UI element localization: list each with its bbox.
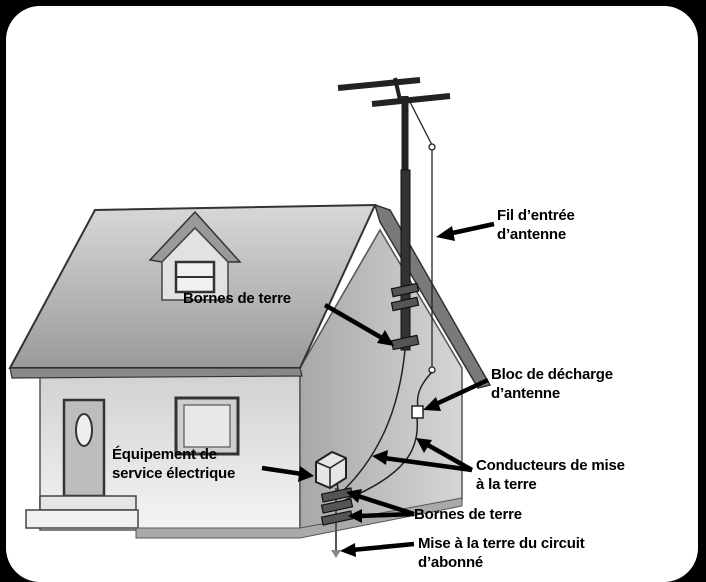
label-antenna-lead-in: Fil d’entrée d’antenne bbox=[497, 206, 575, 244]
eave bbox=[9, 367, 303, 379]
mast-ground-wire bbox=[341, 349, 406, 493]
antenna bbox=[337, 77, 451, 374]
step-top bbox=[39, 495, 137, 511]
arrow-discharge-unit bbox=[433, 377, 489, 408]
label-electric-service: Équipement de service électrique bbox=[112, 445, 235, 483]
door-window bbox=[75, 413, 93, 447]
foundation bbox=[135, 497, 463, 539]
label-electric-service-line-1: Équipement de bbox=[112, 446, 217, 463]
label-ground-clamps-bottom: Bornes de terre bbox=[414, 506, 522, 523]
electric-service-box bbox=[315, 450, 347, 490]
ground-clamp-2 bbox=[320, 498, 354, 514]
label-grounding-conductors-line-2: à la terre bbox=[476, 476, 537, 493]
step-bottom bbox=[25, 509, 139, 529]
label-discharge-unit: Bloc de décharge d’antenne bbox=[491, 365, 613, 403]
label-grounding-conductors: Conducteurs de mise à la terre bbox=[476, 456, 625, 494]
arrow-ground-clamps-top bbox=[323, 303, 384, 340]
arrow-lead-in bbox=[447, 221, 495, 237]
antenna-element-top bbox=[337, 77, 421, 91]
label-discharge-unit-line-2: d’antenne bbox=[491, 385, 561, 402]
arrow-grounding-conductor-left bbox=[383, 455, 473, 473]
label-antenna-lead-in-line-2: d’antenne bbox=[497, 226, 567, 243]
label-grounding-conductors-line-1: Conducteurs de mise bbox=[476, 457, 625, 474]
label-electric-service-line-2: service électrique bbox=[112, 465, 236, 482]
arrow-ground-clamps-bottom-1 bbox=[357, 493, 415, 517]
lead-in-to-discharge bbox=[416, 371, 433, 409]
antenna-element-bottom bbox=[371, 93, 451, 107]
label-antenna-lead-in-line-1: Fil d’entrée bbox=[497, 207, 575, 224]
mast-clamp-1 bbox=[390, 282, 420, 298]
callout-arrows bbox=[261, 221, 495, 557]
arrow-power-service-grounding bbox=[351, 541, 415, 553]
arrow-ground-clamps-bottom-2 bbox=[359, 511, 415, 519]
mast-lower-section bbox=[400, 169, 411, 351]
label-power-service-grounding: Mise à la terre du circuit d’abonné bbox=[418, 534, 585, 572]
arrow-electric-service bbox=[261, 465, 303, 477]
label-power-service-grounding-line-2: d’abonné bbox=[418, 554, 484, 571]
house bbox=[8, 203, 492, 539]
arrow-grounding-conductor-right bbox=[424, 442, 474, 472]
discharge-unit-box bbox=[411, 405, 424, 419]
label-power-service-grounding-line-1: Mise à la terre du circuit bbox=[418, 535, 585, 552]
label-ground-clamps-top: Bornes de terre bbox=[183, 290, 291, 307]
label-discharge-unit-line-1: Bloc de décharge bbox=[491, 366, 613, 383]
ground-rod-tip bbox=[331, 550, 341, 558]
mast-clamp-2 bbox=[390, 296, 420, 312]
